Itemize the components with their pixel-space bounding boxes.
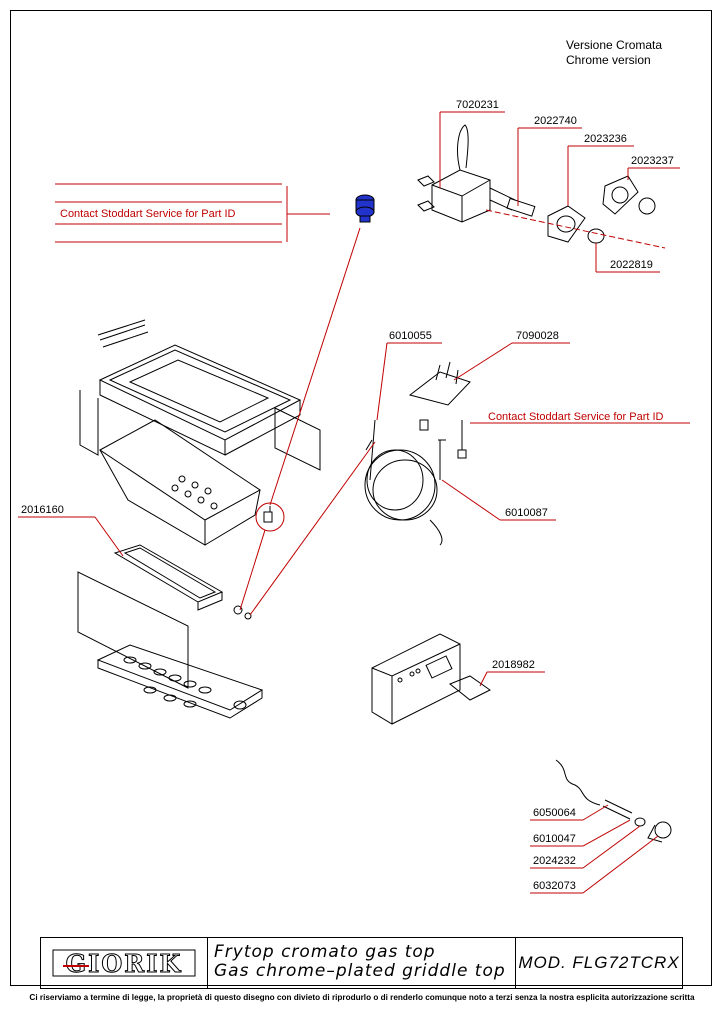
part-2022819-label: 2022819 xyxy=(610,259,653,271)
part-2024232-label: 2024232 xyxy=(533,855,576,867)
title-block: GIORIK Frytop cromato gas top Gas chrome… xyxy=(40,937,683,989)
part-2018982-label: 2018982 xyxy=(492,659,535,671)
part-2016160-label: 2016160 xyxy=(21,504,64,516)
part-6050064-label: 6050064 xyxy=(533,807,576,819)
griddle-plate-drawing xyxy=(79,319,321,471)
part-6010087-label: 6010087 xyxy=(505,507,548,519)
description-english: Gas chrome–plated griddle top xyxy=(214,961,506,981)
part-6010047-label: 6010047 xyxy=(533,833,576,845)
contact-service-label-mid: Contact Stoddart Service for Part ID xyxy=(488,411,664,423)
drawing-frame xyxy=(10,10,712,986)
version-english: Chrome version xyxy=(566,53,651,67)
control-panel-drawing xyxy=(371,633,491,725)
contact-service-label-top: Contact Stoddart Service for Part ID xyxy=(60,208,236,220)
ignition-electrode-drawing xyxy=(555,759,672,843)
burner-tube-drawing xyxy=(113,544,252,620)
part-6032073-label: 6032073 xyxy=(533,880,576,892)
part-2023236-label: 2023236 xyxy=(584,133,627,145)
giorik-logo: GIORIK xyxy=(41,938,208,988)
version-italian: Versione Cromata xyxy=(566,38,663,52)
part-6010055-label: 6010055 xyxy=(389,330,432,342)
detail-circle xyxy=(255,502,285,532)
burner-box-drawing xyxy=(99,419,261,546)
copyright-notice: Ci riserviamo a termine di legge, la pro… xyxy=(29,993,695,1002)
giorik-logo-mark: GIORIK xyxy=(52,949,196,979)
part-7090028-label: 7090028 xyxy=(516,330,559,342)
leader-lines xyxy=(18,111,690,894)
detail-fitting-drawing xyxy=(263,506,273,523)
part-2022740-label: 2022740 xyxy=(534,115,577,127)
thermocouple-pilot-drawing xyxy=(364,361,471,546)
part-2023237-label: 2023237 xyxy=(631,155,674,167)
part-7020231-label: 7020231 xyxy=(456,99,499,111)
svg-text:GIORIK: GIORIK xyxy=(66,949,183,978)
drawing-description: Frytop cromato gas top Gas chrome–plated… xyxy=(208,938,516,988)
nozzle-fitting-drawing xyxy=(355,194,375,223)
front-panel-and-base-drawing xyxy=(77,571,264,719)
description-italian: Frytop cromato gas top xyxy=(214,942,436,962)
version-header: Versione Cromata Chrome version xyxy=(566,38,662,68)
model-number: MOD. FLG72TCRX xyxy=(518,953,680,972)
callout-labels: Contact Stoddart Service for Part ID Con… xyxy=(21,99,674,892)
